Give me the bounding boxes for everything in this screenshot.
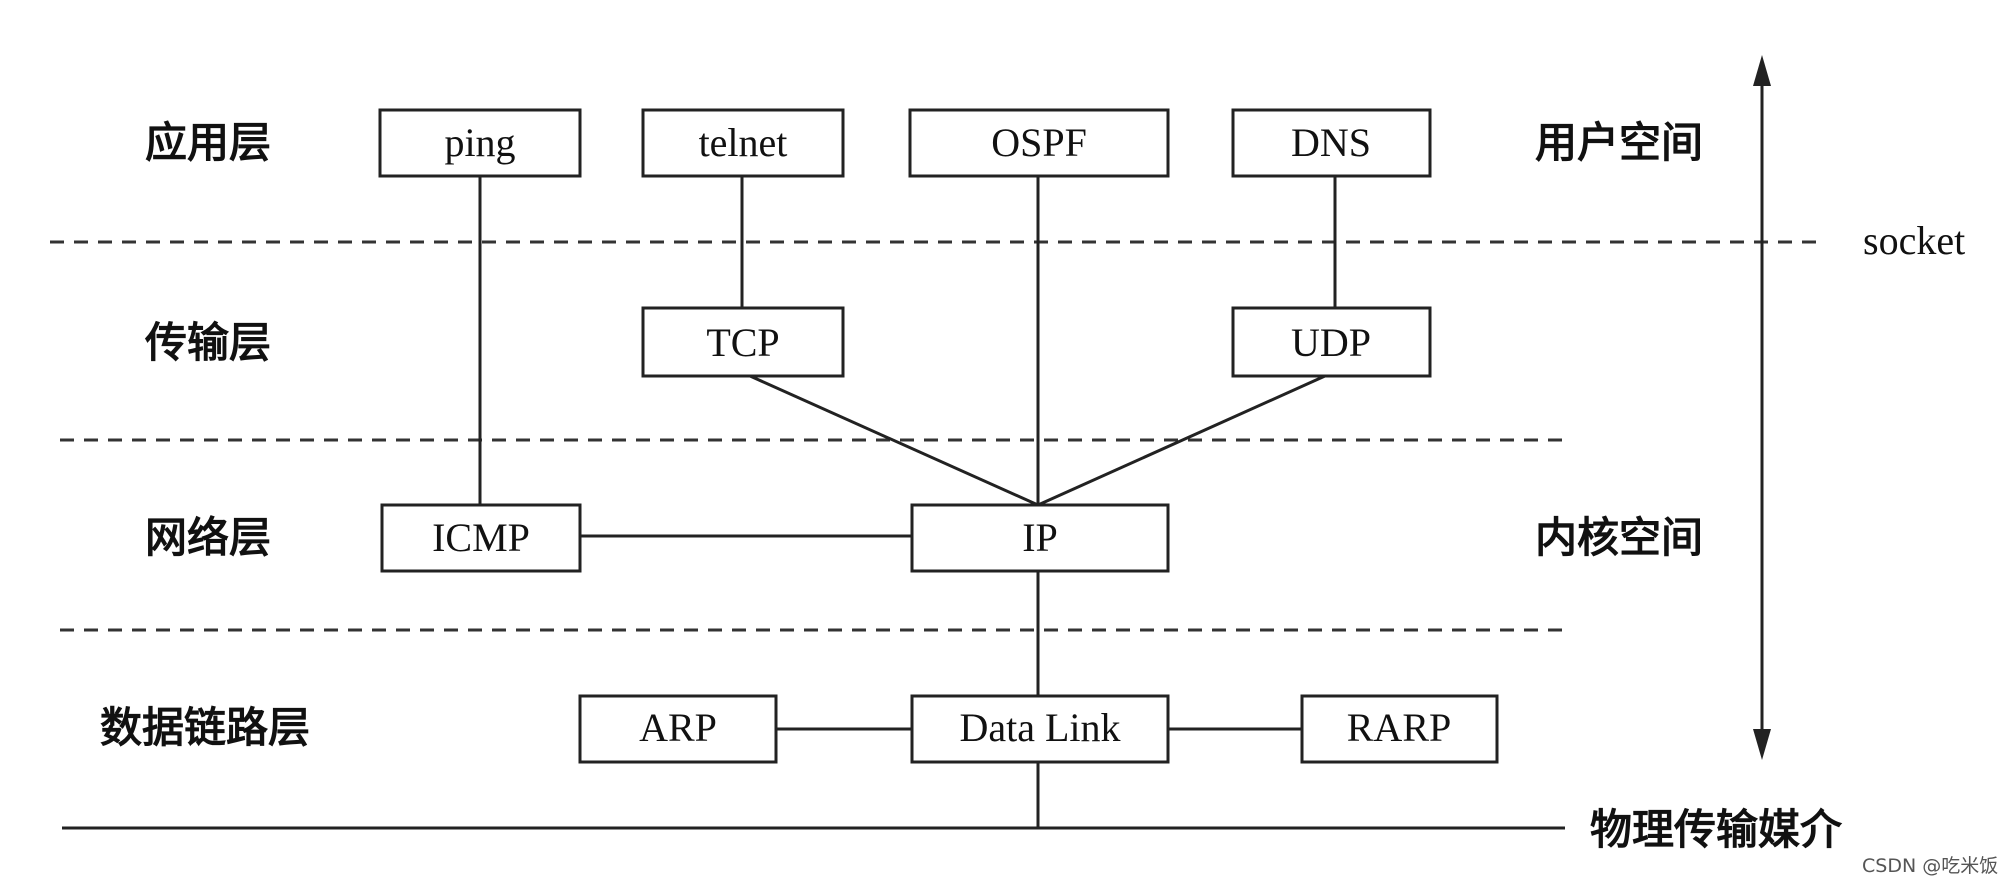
box-arp: ARP [578,694,778,764]
physical-medium-label: 物理传输媒介 [1590,805,1843,854]
socket-label: socket [1863,218,1965,263]
box-rarp: RARP [1300,694,1499,764]
udp-ip-connector [1037,374,1326,507]
box-label-arp: ARP [639,705,717,750]
box-telnet: telnet [641,108,845,178]
double-arrow-icon [1753,55,1771,760]
box-label-ospf: OSPF [991,120,1087,165]
tcp-ip-connector [749,374,1039,507]
box-label-telnet: telnet [699,120,788,165]
box-datalink: Data Link [910,694,1170,764]
box-label-tcp: TCP [706,320,779,365]
box-ospf: OSPF [908,108,1170,178]
box-label-icmp: ICMP [432,515,530,560]
box-icmp: ICMP [380,503,582,573]
layer-label-network: 网络层 [145,513,271,562]
box-label-rarp: RARP [1347,705,1452,750]
layer-label-datalink: 数据链路层 [100,703,310,752]
layer-label-transport: 传输层 [144,318,271,367]
box-tcp: TCP [641,306,845,378]
box-label-dns: DNS [1291,120,1371,165]
watermark: CSDN @吃米饭 [1862,855,1998,877]
layer-label-application: 应用层 [145,118,271,167]
box-label-datalink: Data Link [959,705,1120,750]
space-label-user: 用户空间 [1535,118,1703,167]
box-label-udp: UDP [1291,320,1371,365]
box-ip: IP [910,503,1170,573]
space-label-kernel: 内核空间 [1535,513,1703,562]
box-dns: DNS [1231,108,1432,178]
box-label-ping: ping [444,120,515,165]
box-label-ip: IP [1022,515,1058,560]
box-udp: UDP [1231,306,1432,378]
box-ping: ping [378,108,582,178]
